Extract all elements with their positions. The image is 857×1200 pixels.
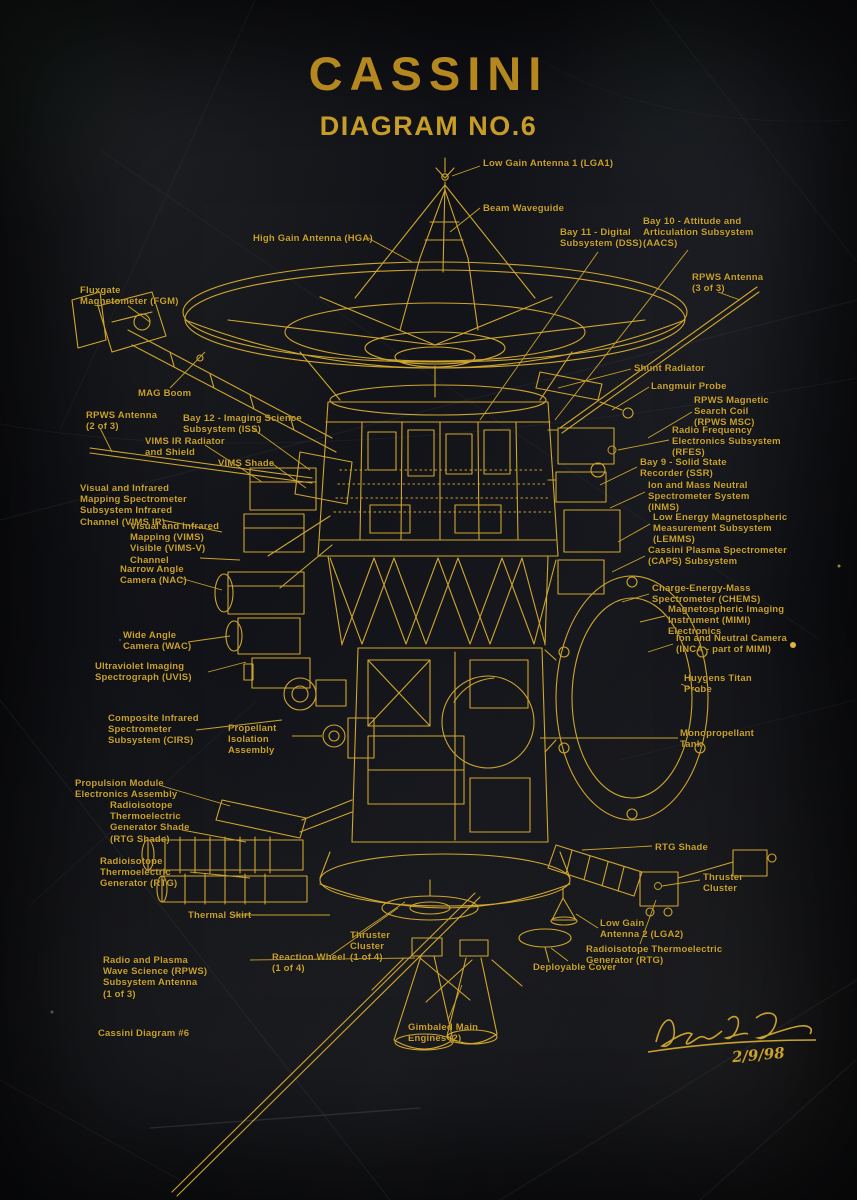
label-chems: Charge-Energy-Mass Spectrometer (CHEMS): [652, 583, 761, 606]
label-rtg-right: Radioisotope Thermoelectric Generator (R…: [586, 944, 723, 967]
label-monopropellant-tank: Monopropellant Tank: [680, 728, 755, 751]
label-vims-ir-channel: Visual and Infrared Mapping Spectrometer…: [80, 483, 187, 528]
label-lga1: Low Gain Antenna 1 (LGA1): [483, 158, 614, 169]
rpws-antennas: [89, 286, 760, 1197]
main-engines: [371, 937, 523, 1051]
signature-scribble: [647, 1012, 817, 1053]
mag-boom: [71, 291, 337, 453]
rtg-right-part: [547, 844, 777, 926]
leader-lines: [99, 165, 741, 1021]
label-bay12: Bay 12 - Imaging Science Subsystem (ISS): [183, 413, 302, 436]
label-bay11: Bay 11 - Digital Subsystem (DSS): [560, 227, 643, 250]
lower-deck: [319, 851, 571, 921]
poster-header: CASSINI DIAGRAM NO.6: [0, 46, 857, 142]
label-rpws-1of3: Radio and Plasma Wave Science (RPWS) Sub…: [103, 955, 208, 1000]
label-rfes: Radio Frequency Electronics Subsystem (R…: [672, 425, 781, 459]
high-gain-antenna-dish: [182, 261, 688, 401]
label-lga2: Low Gain Antenna 2 (LGA2): [600, 918, 684, 941]
label-rtg-shade-right: RTG Shade: [655, 842, 709, 853]
label-nac: Narrow Angle Camera (NAC): [120, 564, 187, 587]
spacecraft-drawing: [71, 157, 777, 1197]
label-langmuir-probe: Langmuir Probe: [651, 381, 727, 392]
label-wac: Wide Angle Camera (WAC): [123, 630, 192, 653]
label-rpws-msc: RPWS Magnetic Search Coil (RPWS MSC): [694, 395, 769, 429]
label-gimbaled-main-engines: Gimbaled Main Engines (2): [408, 1022, 479, 1045]
label-vims-ir-radiator: VIMS IR Radiator and Shield: [145, 436, 225, 459]
label-beam-waveguide: Beam Waveguide: [483, 203, 565, 214]
label-propellant-isolation: Propellant Isolation Assembly: [228, 723, 277, 757]
label-inca: Ion and Neutral Camera (INCA - part of M…: [676, 633, 788, 656]
propellant-isolation-assembly-part: [322, 717, 375, 759]
label-huygens-probe: Huygens Titan Probe: [684, 673, 752, 696]
label-caps: Cassini Plasma Spectrometer (CAPS) Subsy…: [648, 545, 787, 568]
label-lemms: Low Energy Magnetospheric Measurement Su…: [653, 512, 788, 546]
label-reaction-wheel: Reaction Wheel (1 of 4): [272, 952, 346, 975]
deployable-cover-part: [518, 928, 572, 963]
label-hga: High Gain Antenna (HGA): [253, 233, 373, 244]
label-propulsion-module-electronics: Propulsion Module Electronics Assembly: [75, 778, 178, 801]
label-mag-boom: MAG Boom: [138, 388, 192, 399]
signature-date: 2/9/98: [731, 1043, 786, 1067]
label-rtg-left: Radioisotope Thermoelectric Generator (R…: [100, 856, 178, 890]
label-deployable-cover: Deployable Cover: [533, 962, 617, 973]
label-bay9: Bay 9 - Solid State Recorder (SSR): [640, 457, 727, 480]
label-vims-shade: VIMS Shade: [218, 458, 275, 469]
label-rtg-shade-left: Radioisotope Thermoelectric Generator Sh…: [110, 800, 190, 845]
label-thermal-skirt: Thermal Skirt: [188, 910, 252, 921]
label-rpws-2of3: RPWS Antenna (2 of 3): [86, 410, 158, 433]
upper-equipment-module: [317, 384, 559, 557]
label-bay10: Bay 10 - Attitude and Articulation Subsy…: [643, 216, 754, 250]
label-thruster-cluster-1of4: Thruster Cluster (1 of 4): [350, 930, 391, 964]
signature-block: 2/9/98: [640, 1008, 840, 1078]
label-shunt-radiator: Shunt Radiator: [634, 363, 705, 374]
fields-particles-pallet: [535, 371, 634, 595]
label-vims-visible-channel: Visual and Infrared Mapping (VIMS) Visib…: [130, 521, 220, 566]
label-rpws-3of3: RPWS Antenna (3 of 3): [692, 272, 764, 295]
label-caption-diagram-number: Cassini Diagram #6: [98, 1028, 190, 1039]
label-uvis: Ultraviolet Imaging Spectrograph (UVIS): [95, 661, 192, 684]
remote-sensing-pallet: [214, 451, 353, 711]
lower-module: [351, 647, 549, 843]
page-subtitle: DIAGRAM NO.6: [319, 111, 538, 141]
mid-truss: [327, 555, 557, 646]
rtg-left-part: [141, 799, 353, 905]
label-cirs: Composite Infrared Spectrometer Subsyste…: [108, 713, 199, 747]
label-inms: Ion and Mass Neutral Spectrometer System…: [648, 480, 750, 514]
huygens-probe-part: [544, 575, 709, 821]
label-mimi-electronics: Magnetospheric Imaging Instrument (MIMI)…: [668, 604, 785, 638]
label-fluxgate-magnetometer: Fluxgate Magnetometer (FGM): [80, 285, 179, 308]
label-thruster-cluster-right: Thruster Cluster: [703, 872, 744, 895]
page-title: CASSINI: [308, 47, 549, 100]
lga1-mast: [354, 157, 536, 331]
